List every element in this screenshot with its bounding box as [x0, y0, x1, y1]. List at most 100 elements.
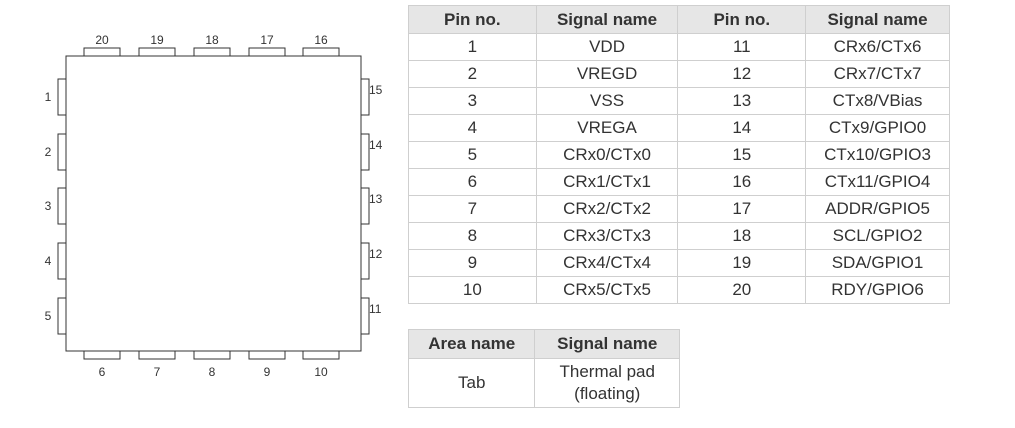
signal-name-cell: VREGD: [535, 60, 679, 88]
pin-number-label: 15: [369, 83, 383, 97]
package-outline-svg: [57, 47, 370, 360]
pin-number-label: 20: [95, 33, 109, 47]
signal-name-cell: ADDR/GPIO5: [805, 195, 950, 223]
pin-pad: [57, 242, 67, 280]
pin-number-cell: 19: [677, 249, 807, 277]
pin-number-cell: 18: [677, 222, 807, 250]
signal-name-cell: Thermal pad (floating): [534, 358, 680, 408]
header-pin-no-1: Pin no.: [408, 5, 537, 34]
pin-number-label: 14: [369, 138, 383, 152]
pin-number-cell: 9: [408, 249, 537, 277]
pin-number-label: 5: [44, 309, 52, 323]
signal-name-cell: CRx5/CTx5: [535, 276, 679, 304]
pin-number-label: 16: [314, 33, 328, 47]
signal-name-cell: CTx9/GPIO0: [805, 114, 950, 142]
pin-number-cell: 14: [677, 114, 807, 142]
header-signal-name-1: Signal name: [535, 5, 679, 34]
pin-number-label: 12: [369, 247, 383, 261]
pin-number-cell: 10: [408, 276, 537, 304]
pin-number-label: 9: [263, 365, 271, 379]
pin-assignment-table: Pin no. Signal name Pin no. Signal name …: [408, 5, 950, 304]
pin-number-cell: 16: [677, 168, 807, 196]
pin-pad: [193, 47, 231, 57]
pin-number-cell: 1: [408, 33, 537, 61]
pin-pad: [57, 78, 67, 116]
pin-pad: [248, 350, 286, 360]
table-header-row: Pin no. Signal name Pin no. Signal name: [408, 5, 950, 34]
pin-number-cell: 5: [408, 141, 537, 169]
table-header-row: Area name Signal name: [407, 329, 680, 359]
signal-name-cell: CRx2/CTx2: [535, 195, 679, 223]
pin-number-cell: 7: [408, 195, 537, 223]
pin-number-label: 19: [150, 33, 164, 47]
pin-pad: [360, 297, 370, 335]
pin-number-label: 18: [205, 33, 219, 47]
signal-name-cell: CRx7/CTx7: [805, 60, 950, 88]
pin-pad: [360, 78, 370, 116]
signal-name-cell: CTx8/VBias: [805, 87, 950, 115]
pin-number-cell: 6: [408, 168, 537, 196]
pin-pad: [83, 47, 121, 57]
pin-pad: [248, 47, 286, 57]
pin-number-cell: 12: [677, 60, 807, 88]
pin-number-label: 2: [44, 145, 52, 159]
pin-pad: [360, 242, 370, 280]
pin-number-cell: 3: [408, 87, 537, 115]
pin-number-label: 13: [369, 192, 383, 206]
pin-number-cell: 17: [677, 195, 807, 223]
pin-number-label: 11: [369, 302, 382, 316]
signal-name-cell: CTx10/GPIO3: [805, 141, 950, 169]
header-area-name: Area name: [407, 329, 536, 359]
pin-pad: [138, 350, 176, 360]
pin-number-cell: 15: [677, 141, 807, 169]
pin-pad: [57, 187, 67, 225]
signal-name-cell: CTx11/GPIO4: [805, 168, 950, 196]
pin-number-cell: 13: [677, 87, 807, 115]
pin-pad: [193, 350, 231, 360]
signal-name-cell: VSS: [535, 87, 679, 115]
pin-pad: [302, 47, 340, 57]
pin-number-cell: 20: [677, 276, 807, 304]
signal-name-cell: CRx1/CTx1: [535, 168, 679, 196]
signal-name-cell: CRx0/CTx0: [535, 141, 679, 169]
signal-name-cell: CRx4/CTx4: [535, 249, 679, 277]
pin-number-cell: 11: [677, 33, 807, 61]
signal-name-cell: RDY/GPIO6: [805, 276, 950, 304]
signal-name-cell: SCL/GPIO2: [805, 222, 950, 250]
pin-number-label: 6: [98, 365, 106, 379]
signal-name-cell: SDA/GPIO1: [805, 249, 950, 277]
signal-name-cell: CRx6/CTx6: [805, 33, 950, 61]
pin-number-cell: 8: [408, 222, 537, 250]
pin-pad: [57, 297, 67, 335]
pin-number-label: 7: [153, 365, 161, 379]
pin-number-label: 3: [44, 199, 52, 213]
pin-pad: [360, 133, 370, 171]
signal-name-cell: VDD: [535, 33, 679, 61]
header-pin-no-2: Pin no.: [677, 5, 807, 34]
pin-number-label: 17: [260, 33, 274, 47]
header-signal-name-2: Signal name: [805, 5, 950, 34]
area-name-cell: Tab: [407, 358, 536, 408]
pin-pad: [138, 47, 176, 57]
pin-number-cell: 4: [408, 114, 537, 142]
signal-name-cell: VREGA: [535, 114, 679, 142]
pin-number-cell: 2: [408, 60, 537, 88]
pin-pad: [360, 187, 370, 225]
pin-number-label: 1: [44, 90, 52, 104]
pin-number-label: 10: [314, 365, 328, 379]
pin-pad: [83, 350, 121, 360]
pin-pad: [302, 350, 340, 360]
